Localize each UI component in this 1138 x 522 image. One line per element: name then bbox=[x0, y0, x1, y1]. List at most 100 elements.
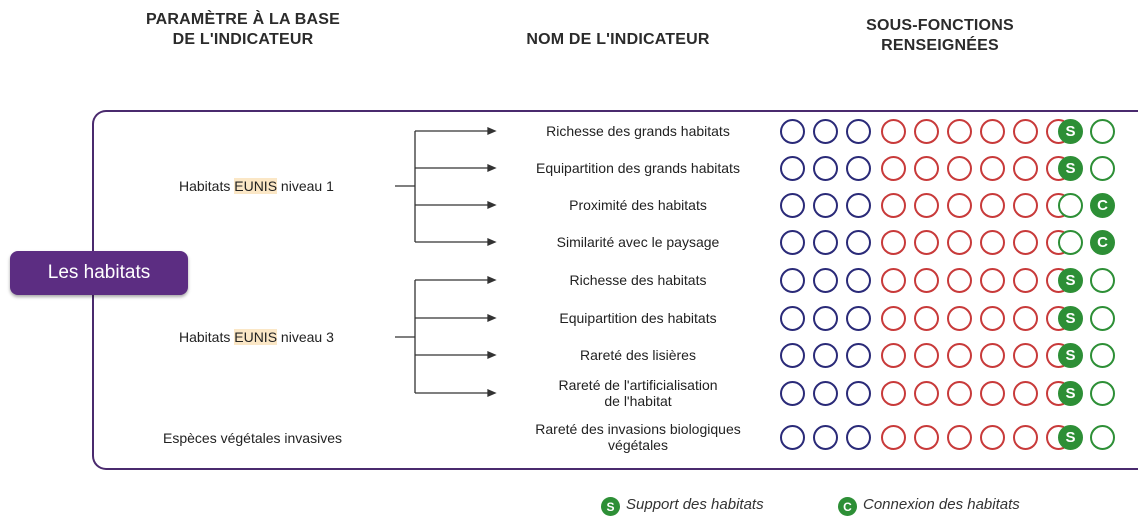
connexion-badge-icon: C bbox=[1090, 193, 1115, 218]
red-circle-icon bbox=[980, 268, 1005, 293]
blue-circle-icon bbox=[846, 193, 871, 218]
blue-circle-icon bbox=[813, 268, 838, 293]
red-circle-icon bbox=[1013, 230, 1038, 255]
red-circle-icon bbox=[947, 381, 972, 406]
indicator-name: Equipartition des grands habitats bbox=[508, 160, 768, 176]
red-circle-icon bbox=[980, 343, 1005, 368]
red-circle-icon bbox=[1013, 425, 1038, 450]
red-circle-icon bbox=[881, 230, 906, 255]
parameter-eunis-niveau-1: Habitats EUNIS niveau 1 bbox=[179, 178, 334, 194]
red-circle-icon bbox=[1013, 119, 1038, 144]
red-circle-icon bbox=[881, 343, 906, 368]
blue-circle-icon bbox=[780, 230, 805, 255]
blue-circle-icon bbox=[846, 230, 871, 255]
red-circle-icon bbox=[980, 306, 1005, 331]
red-circle-icon bbox=[914, 230, 939, 255]
red-circle-icon bbox=[1013, 343, 1038, 368]
green-circle-icon bbox=[1090, 425, 1115, 450]
blue-circle-icon bbox=[813, 119, 838, 144]
red-circle-icon bbox=[1013, 156, 1038, 181]
red-circle-icon bbox=[947, 268, 972, 293]
root-label-les-habitats: Les habitats bbox=[10, 251, 188, 295]
header-parameter: PARAMÈTRE À LA BASE DE L'INDICATEUR bbox=[108, 10, 378, 50]
blue-circle-icon bbox=[846, 381, 871, 406]
blue-circle-icon bbox=[813, 343, 838, 368]
red-circle-icon bbox=[980, 381, 1005, 406]
header-parameter-line1: PARAMÈTRE À LA BASE bbox=[145, 11, 341, 28]
header-subfunctions-line1: SOUS-FONCTIONS bbox=[866, 17, 1014, 34]
header-subfunctions-line2: RENSEIGNÉES bbox=[881, 37, 999, 54]
indicator-name: Rareté des lisières bbox=[508, 347, 768, 363]
indicator-name-line: Rareté des invasions biologiques bbox=[535, 421, 741, 437]
green-circle-icon bbox=[1090, 119, 1115, 144]
parameter-text-before: Habitats bbox=[179, 329, 235, 345]
blue-circle-icon bbox=[813, 230, 838, 255]
header-indicator: NOM DE L'INDICATEUR bbox=[526, 31, 710, 48]
parameter-eunis-highlight: EUNIS bbox=[234, 178, 278, 194]
red-circle-icon bbox=[947, 343, 972, 368]
support-badge-icon: S bbox=[1058, 156, 1083, 181]
parameter-text-before: Habitats bbox=[179, 178, 235, 194]
red-circle-icon bbox=[947, 156, 972, 181]
red-circle-icon bbox=[914, 156, 939, 181]
blue-circle-icon bbox=[780, 425, 805, 450]
blue-circle-icon bbox=[780, 156, 805, 181]
indicator-name-line: Similarité avec le paysage bbox=[556, 234, 720, 250]
legend-support-icon: S bbox=[601, 497, 620, 516]
indicator-name-line: végétales bbox=[608, 437, 668, 453]
support-badge-icon: S bbox=[1058, 268, 1083, 293]
legend-connexion-icon: C bbox=[838, 497, 857, 516]
header-parameter-line2: DE L'INDICATEUR bbox=[172, 31, 314, 48]
green-circle-icon bbox=[1090, 156, 1115, 181]
red-circle-icon bbox=[914, 119, 939, 144]
connexion-badge-icon: C bbox=[1090, 230, 1115, 255]
red-circle-icon bbox=[947, 306, 972, 331]
blue-circle-icon bbox=[780, 119, 805, 144]
red-circle-icon bbox=[980, 119, 1005, 144]
header-subfunctions: SOUS-FONCTIONS RENSEIGNÉES bbox=[820, 16, 1060, 56]
green-circle-icon bbox=[1058, 193, 1083, 218]
red-circle-icon bbox=[980, 230, 1005, 255]
red-circle-icon bbox=[881, 193, 906, 218]
green-circle-icon bbox=[1090, 381, 1115, 406]
support-badge-icon: S bbox=[1058, 425, 1083, 450]
blue-circle-icon bbox=[846, 343, 871, 368]
indicator-name-line: Richesse des habitats bbox=[569, 272, 707, 288]
blue-circle-icon bbox=[846, 425, 871, 450]
indicator-name: Equipartition des habitats bbox=[508, 310, 768, 326]
support-badge-icon: S bbox=[1058, 381, 1083, 406]
green-circle-icon bbox=[1090, 343, 1115, 368]
indicator-name: Richesse des habitats bbox=[508, 272, 768, 288]
blue-circle-icon bbox=[780, 381, 805, 406]
green-circle-icon bbox=[1058, 230, 1083, 255]
blue-circle-icon bbox=[846, 119, 871, 144]
red-circle-icon bbox=[914, 193, 939, 218]
parameter-especes-vegetales-invasives: Espèces végétales invasives bbox=[163, 430, 342, 446]
blue-circle-icon bbox=[780, 193, 805, 218]
red-circle-icon bbox=[980, 156, 1005, 181]
red-circle-icon bbox=[947, 193, 972, 218]
blue-circle-icon bbox=[780, 343, 805, 368]
red-circle-icon bbox=[881, 425, 906, 450]
red-circle-icon bbox=[914, 306, 939, 331]
parameter-eunis-niveau-3: Habitats EUNIS niveau 3 bbox=[179, 329, 334, 345]
red-circle-icon bbox=[914, 343, 939, 368]
blue-circle-icon bbox=[813, 425, 838, 450]
red-circle-icon bbox=[947, 230, 972, 255]
green-circle-icon bbox=[1090, 306, 1115, 331]
blue-circle-icon bbox=[813, 156, 838, 181]
red-circle-icon bbox=[1013, 381, 1038, 406]
red-circle-icon bbox=[947, 119, 972, 144]
indicator-name-line: Equipartition des grands habitats bbox=[536, 160, 740, 176]
red-circle-icon bbox=[881, 381, 906, 406]
indicator-name-line: Richesse des grands habitats bbox=[546, 123, 730, 139]
support-badge-icon: S bbox=[1058, 306, 1083, 331]
indicator-name-line: Proximité des habitats bbox=[569, 197, 707, 213]
blue-circle-icon bbox=[780, 268, 805, 293]
support-badge-icon: S bbox=[1058, 343, 1083, 368]
blue-circle-icon bbox=[813, 306, 838, 331]
red-circle-icon bbox=[947, 425, 972, 450]
indicator-name: Similarité avec le paysage bbox=[508, 234, 768, 250]
